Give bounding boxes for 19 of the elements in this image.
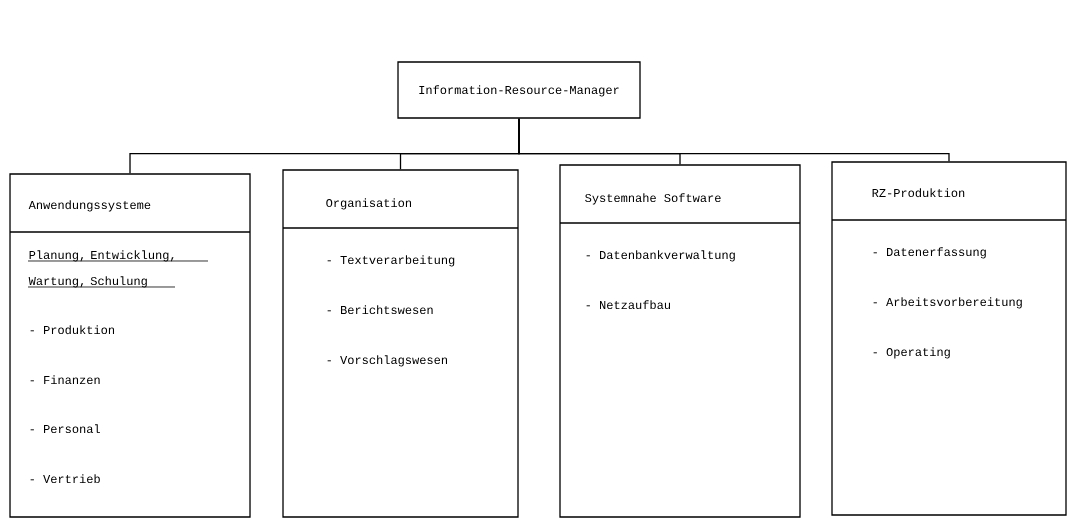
list-item: - Vorschlagswesen [327, 355, 447, 367]
box-title: Information-Resource-Manager [419, 85, 619, 97]
column-heading: Organisation [326, 198, 411, 210]
list-item: - Textverarbeitung [327, 255, 455, 267]
list-item: - Datenerfassung [873, 247, 986, 259]
column-heading: RZ-Produktion [872, 188, 965, 198]
list-item: - Datenbankverwaltung [586, 250, 735, 262]
column-heading: Systemnahe Software [585, 193, 721, 205]
list-item: - Arbeitsvorbereitung [873, 297, 1022, 309]
column-heading: Anwendungssysteme [28, 200, 151, 212]
connector-line [518, 118, 950, 162]
list-item: - Produktion [30, 325, 114, 335]
list-item: - Personal [30, 424, 100, 434]
list-item: - Netzaufbau [586, 300, 671, 310]
underlined-text: Planung, Entwicklung, Wartung, Schulung [27, 250, 209, 288]
list-item: - Vertrieb [30, 474, 100, 484]
list-item: - Operating [873, 347, 950, 359]
list-item: - Berichtswesen [327, 305, 433, 315]
list-item: - Finanzen [30, 375, 100, 385]
